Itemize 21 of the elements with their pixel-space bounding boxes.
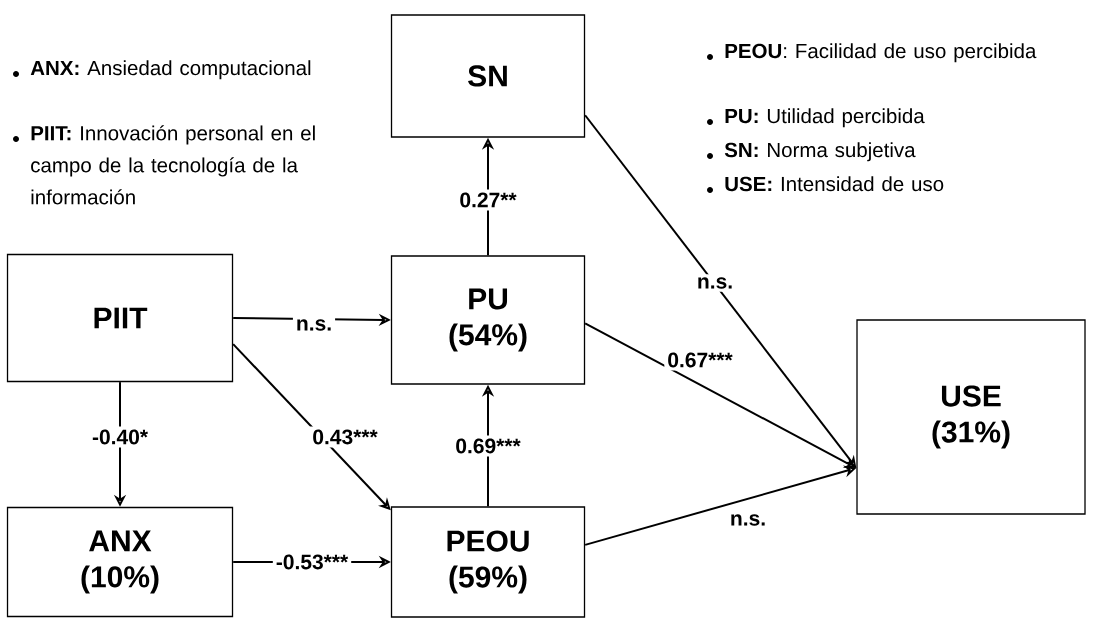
edge-label: -0.53***	[272, 551, 352, 573]
legend-item: PU: Utilidad percibida	[725, 108, 925, 128]
legend-item: USE: Intensidad de uso	[725, 176, 944, 192]
variable-box: PU (54%)	[390, 255, 586, 385]
variable-box: USE (31%)	[856, 319, 1086, 515]
variable-box: SN	[390, 14, 586, 138]
edge-label: -0.40*	[89, 426, 152, 448]
variable-box: PEOU (59%)	[390, 506, 586, 618]
edge-label: n.s.	[693, 274, 737, 292]
edge-label: n.s.	[292, 316, 336, 334]
variable-box: PIIT	[6, 253, 234, 383]
edge-label: n.s.	[726, 511, 770, 529]
legend-item: PEOU: Facilidad de uso percibida	[725, 43, 1037, 63]
edge-label: 0.69***	[452, 435, 524, 457]
legend-item: ANX: Ansiedad computacional	[30, 60, 311, 80]
legend-item: SN: Norma subjetiva	[724, 142, 916, 162]
edge-label: 0.27**	[456, 189, 520, 211]
edge-label: 0.67***	[664, 349, 736, 371]
variable-box: ANX (10%)	[6, 506, 234, 618]
edge-label: 0.43***	[309, 426, 381, 448]
legend-item: PIIT: Innovación personal en el campo de la tecnología de la información	[31, 125, 315, 205]
